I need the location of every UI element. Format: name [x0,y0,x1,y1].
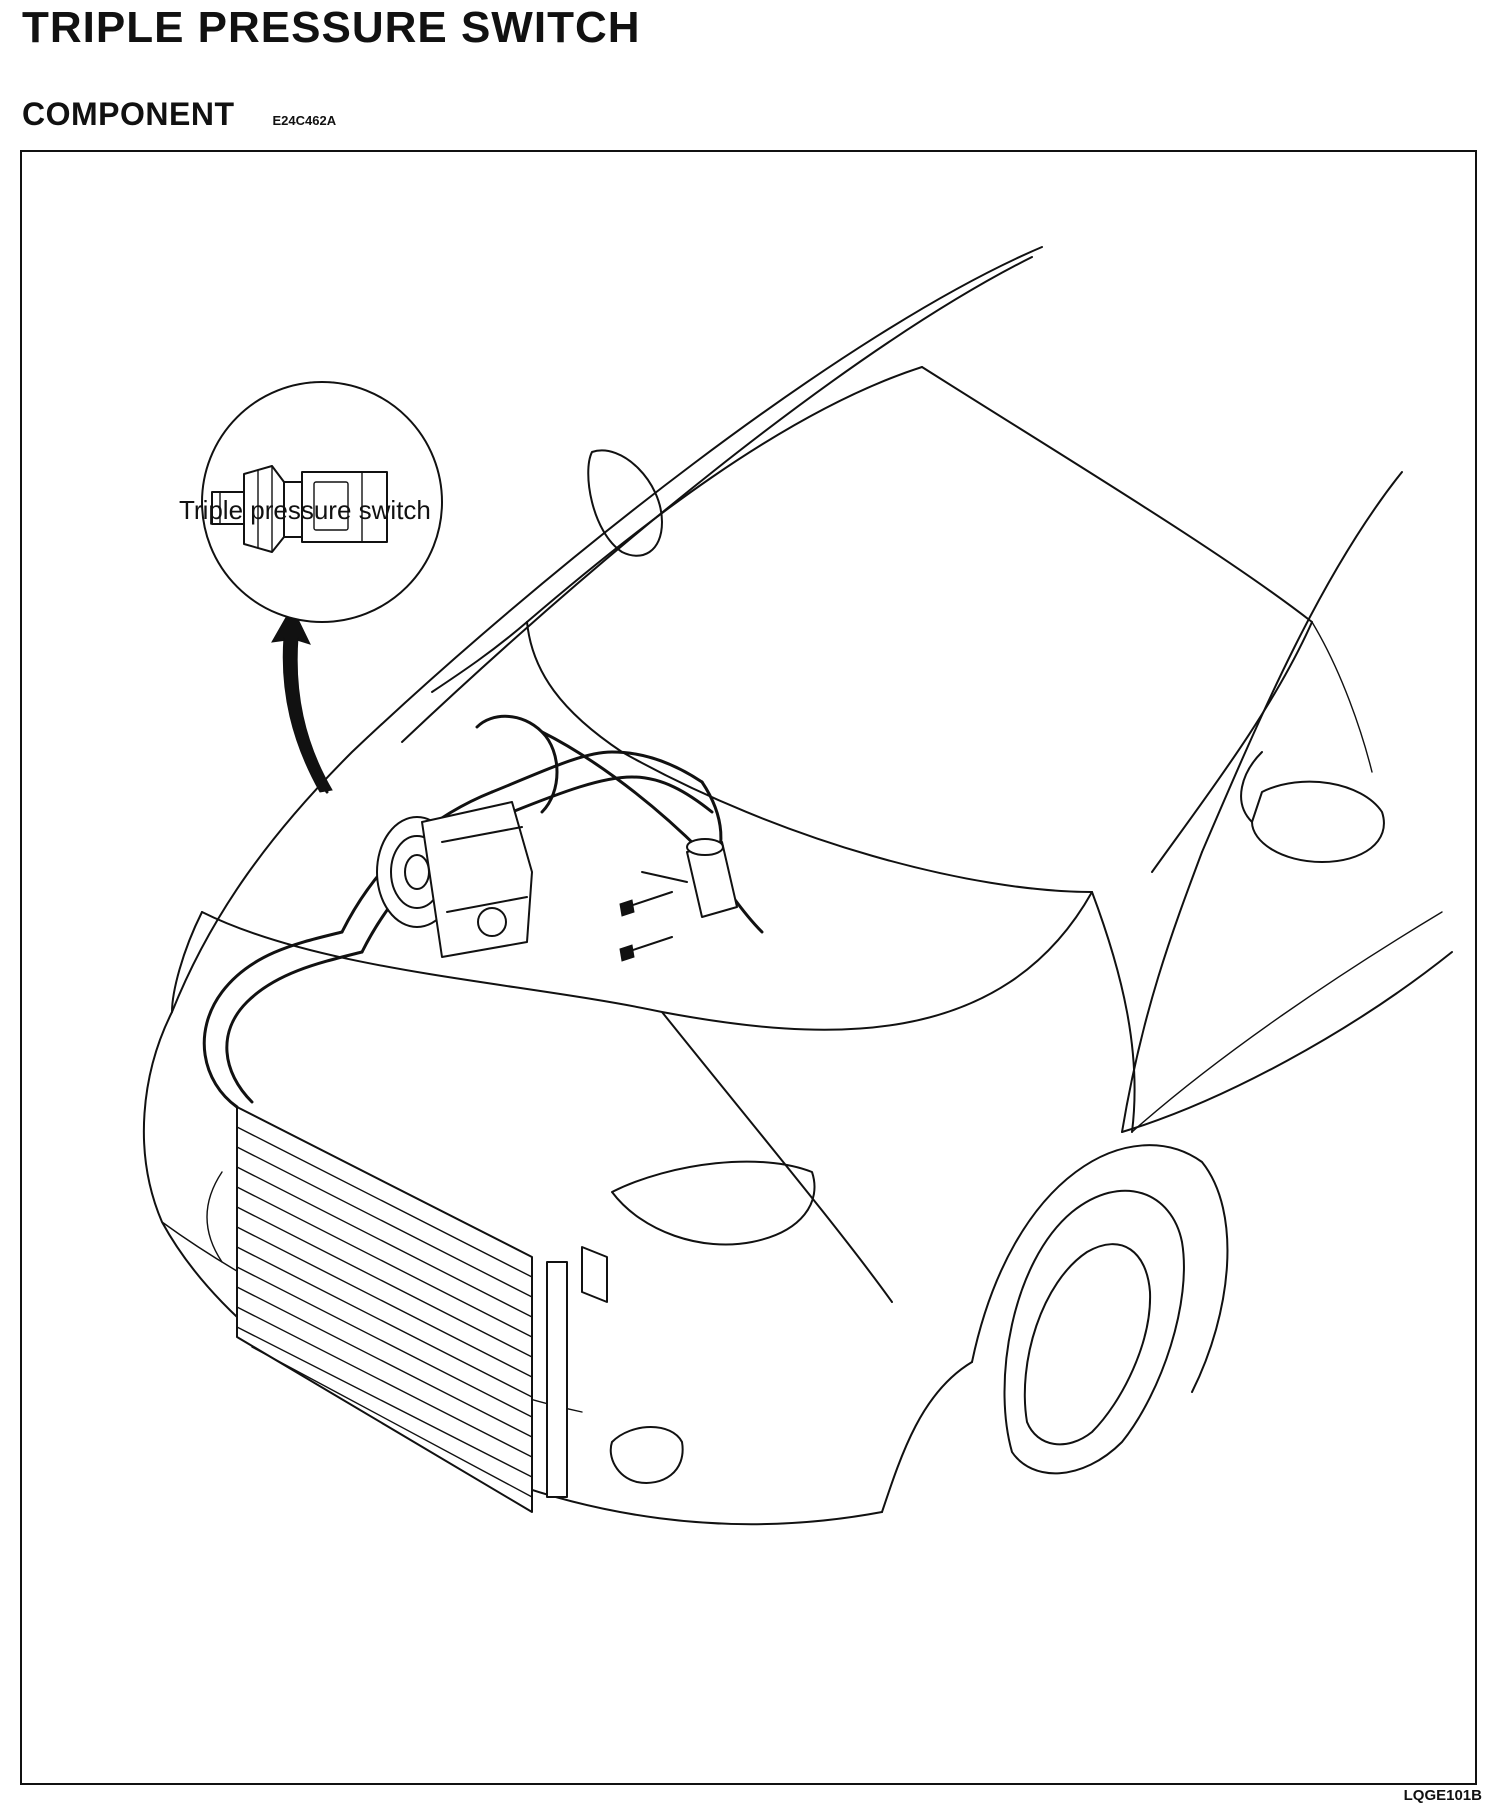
section-header: COMPONENT E24C462A [22,96,336,133]
figure-code: LQGE101B [1403,1787,1482,1804]
receiver-tank [641,838,738,918]
callout-label: Triple pressure switch [179,495,431,525]
component-illustration [142,246,1453,1526]
condenser [236,1106,608,1513]
component-figure: Triple pressure switch [20,150,1477,1785]
mounting-bolts [619,891,673,962]
section-code: E24C462A [272,113,337,128]
page-title: TRIPLE PRESSURE SWITCH [22,3,641,52]
compressor [376,801,533,958]
switch-location-arrow [271,605,333,794]
section-heading: COMPONENT [22,96,235,132]
triple-pressure-switch-icon [211,465,388,553]
